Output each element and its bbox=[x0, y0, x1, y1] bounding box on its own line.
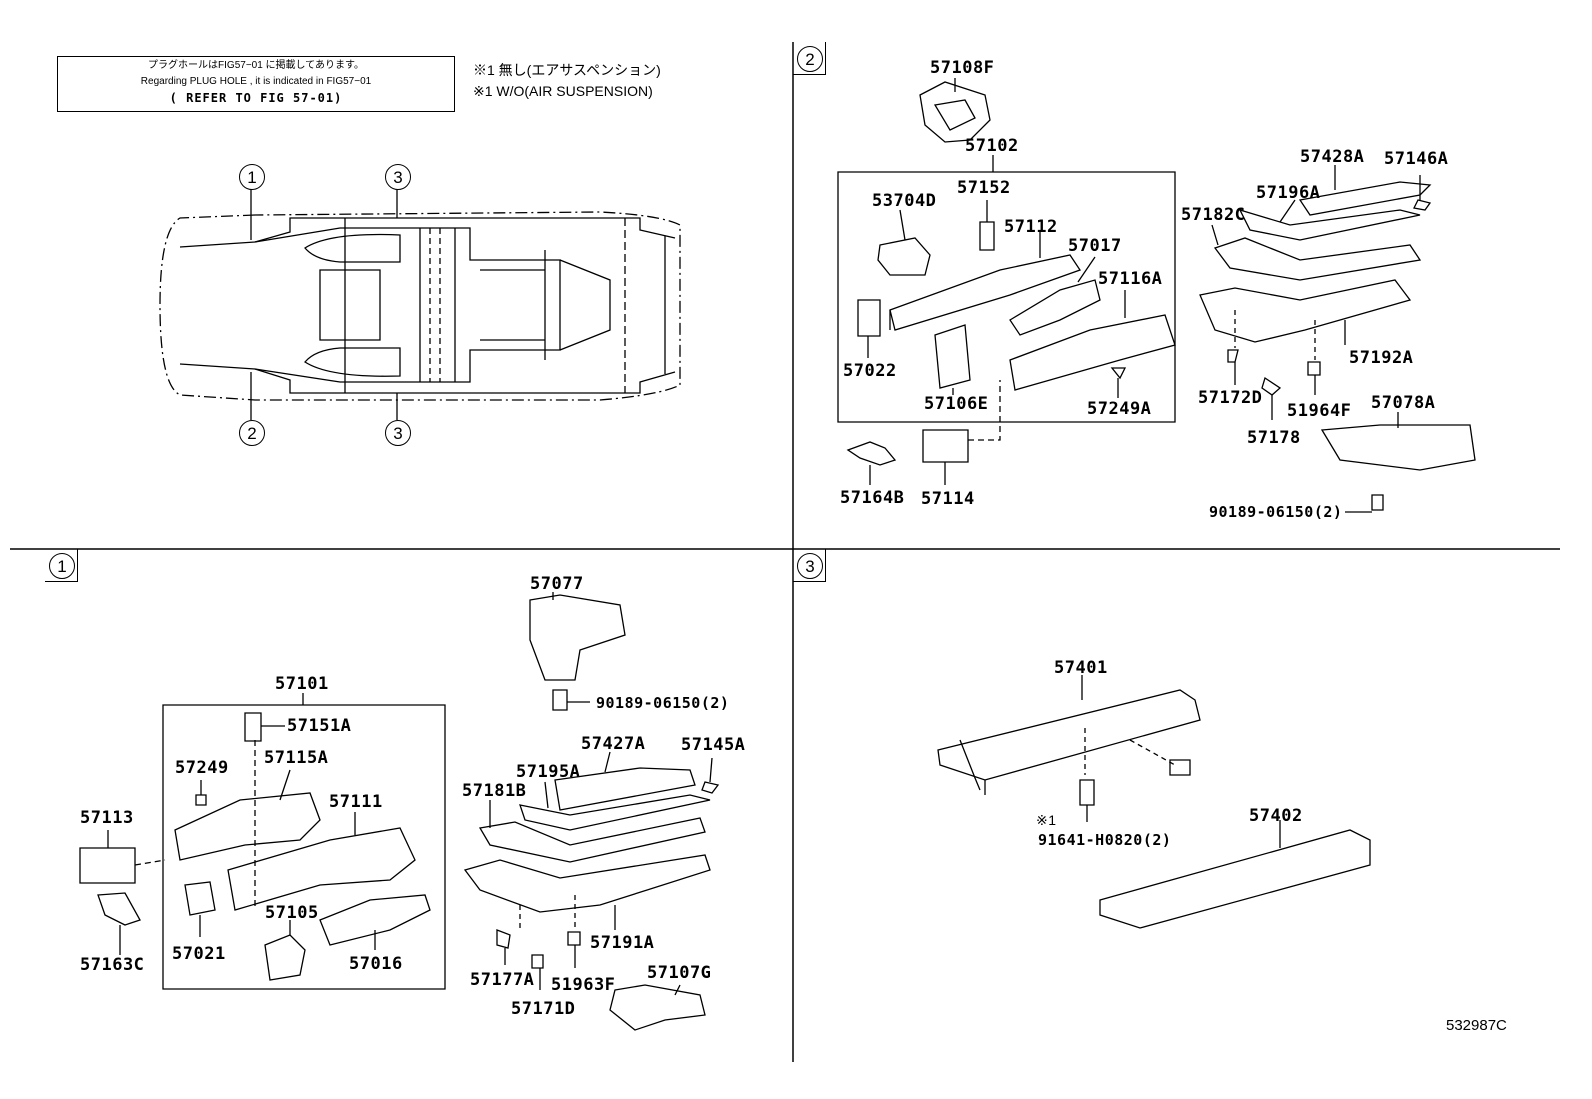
part-57107G[interactable]: 57107G bbox=[647, 963, 712, 983]
q3-artwork bbox=[938, 675, 1370, 928]
part-57401[interactable]: 57401 bbox=[1054, 658, 1108, 678]
part-57016[interactable]: 57016 bbox=[349, 954, 403, 974]
overview-label-3-top[interactable]: 3 bbox=[385, 164, 411, 190]
quadrant-2-frame bbox=[793, 42, 826, 75]
plug-hole-note-jp: プラグホールはFIG57−01 に掲載してあります。 bbox=[148, 60, 364, 71]
part-57077[interactable]: 57077 bbox=[530, 574, 584, 594]
part-51964F[interactable]: 51964F bbox=[1287, 401, 1352, 421]
part-57192A[interactable]: 57192A bbox=[1349, 348, 1414, 368]
figure-id: 532987C bbox=[1446, 1017, 1507, 1034]
part-57177A[interactable]: 57177A bbox=[470, 970, 535, 990]
part-57022[interactable]: 57022 bbox=[843, 361, 897, 381]
part-57078A[interactable]: 57078A bbox=[1371, 393, 1436, 413]
assembly-frame-57101 bbox=[163, 705, 445, 989]
overview-label-3-bottom[interactable]: 3 bbox=[385, 420, 411, 446]
part-57164B[interactable]: 57164B bbox=[840, 488, 905, 508]
part-57021[interactable]: 57021 bbox=[172, 944, 226, 964]
quadrant-2-label: 2 bbox=[797, 46, 823, 72]
part-90189-06150-q2[interactable]: 90189-06150(2) bbox=[1209, 503, 1343, 521]
part-57191A[interactable]: 57191A bbox=[590, 933, 655, 953]
quadrant-3-label: 3 bbox=[797, 553, 823, 579]
part-57249A[interactable]: 57249A bbox=[1087, 399, 1152, 419]
part-57116A[interactable]: 57116A bbox=[1098, 269, 1163, 289]
part-57114[interactable]: 57114 bbox=[921, 489, 975, 509]
part-57181B[interactable]: 57181B bbox=[462, 781, 527, 801]
footnote-en: ※1 W/O(AIR SUSPENSION) bbox=[473, 83, 653, 99]
part-57112[interactable]: 57112 bbox=[1004, 217, 1058, 237]
part-57178[interactable]: 57178 bbox=[1247, 428, 1301, 448]
q1-artwork bbox=[80, 592, 718, 1030]
overview-label-1[interactable]: 1 bbox=[239, 164, 265, 190]
part-57017[interactable]: 57017 bbox=[1068, 236, 1122, 256]
part-57196A[interactable]: 57196A bbox=[1256, 183, 1321, 203]
assembly-frame-57102 bbox=[838, 172, 1175, 422]
refer-link[interactable]: ( REFER TO FIG 57-01) bbox=[169, 91, 343, 105]
part-57106E[interactable]: 57106E bbox=[924, 394, 989, 414]
quadrant-3-frame bbox=[793, 549, 826, 582]
part-57172D[interactable]: 57172D bbox=[1198, 388, 1263, 408]
part-57249[interactable]: 57249 bbox=[175, 758, 229, 778]
part-91641-H0820[interactable]: 91641-H0820(2) bbox=[1038, 831, 1172, 849]
part-57195A[interactable]: 57195A bbox=[516, 762, 581, 782]
footnote-jp: ※1 無し(エアサスペンション) bbox=[473, 62, 661, 78]
q2-artwork bbox=[838, 78, 1475, 512]
footnote-block: ※1 無し(エアサスペンション) ※1 W/O(AIR SUSPENSION) bbox=[473, 60, 661, 102]
part-53704D[interactable]: 53704D bbox=[872, 191, 937, 211]
plug-hole-note-en: Regarding PLUG HOLE , it is indicated in… bbox=[140, 76, 372, 87]
part-57402[interactable]: 57402 bbox=[1249, 806, 1303, 826]
part-90189-06150-q1[interactable]: 90189-06150(2) bbox=[596, 694, 730, 712]
part-51963F[interactable]: 51963F bbox=[551, 975, 616, 995]
part-57105[interactable]: 57105 bbox=[265, 903, 319, 923]
part-57108F[interactable]: 57108F bbox=[930, 58, 995, 78]
part-57111[interactable]: 57111 bbox=[329, 792, 383, 812]
part-57182C[interactable]: 57182C bbox=[1181, 205, 1246, 225]
part-57102[interactable]: 57102 bbox=[965, 136, 1019, 156]
part-57113[interactable]: 57113 bbox=[80, 808, 134, 828]
car-underbody-outline bbox=[160, 189, 680, 420]
quadrant-1-frame bbox=[45, 549, 78, 582]
part-57151A[interactable]: 57151A bbox=[287, 716, 352, 736]
part-57152[interactable]: 57152 bbox=[957, 178, 1011, 198]
part-57145A[interactable]: 57145A bbox=[681, 735, 746, 755]
part-57428A[interactable]: 57428A bbox=[1300, 147, 1365, 167]
part-57115A[interactable]: 57115A bbox=[264, 748, 329, 768]
part-57101[interactable]: 57101 bbox=[275, 674, 329, 694]
part-57171D[interactable]: 57171D bbox=[511, 999, 576, 1019]
footnote-mark: ※1 bbox=[1036, 812, 1057, 828]
part-57146A[interactable]: 57146A bbox=[1384, 149, 1449, 169]
plug-hole-note: プラグホールはFIG57−01 に掲載してあります。 Regarding PLU… bbox=[57, 56, 455, 112]
quadrant-1-label: 1 bbox=[49, 553, 75, 579]
part-57427A[interactable]: 57427A bbox=[581, 734, 646, 754]
overview-label-2[interactable]: 2 bbox=[239, 420, 265, 446]
part-57163C[interactable]: 57163C bbox=[80, 955, 145, 975]
